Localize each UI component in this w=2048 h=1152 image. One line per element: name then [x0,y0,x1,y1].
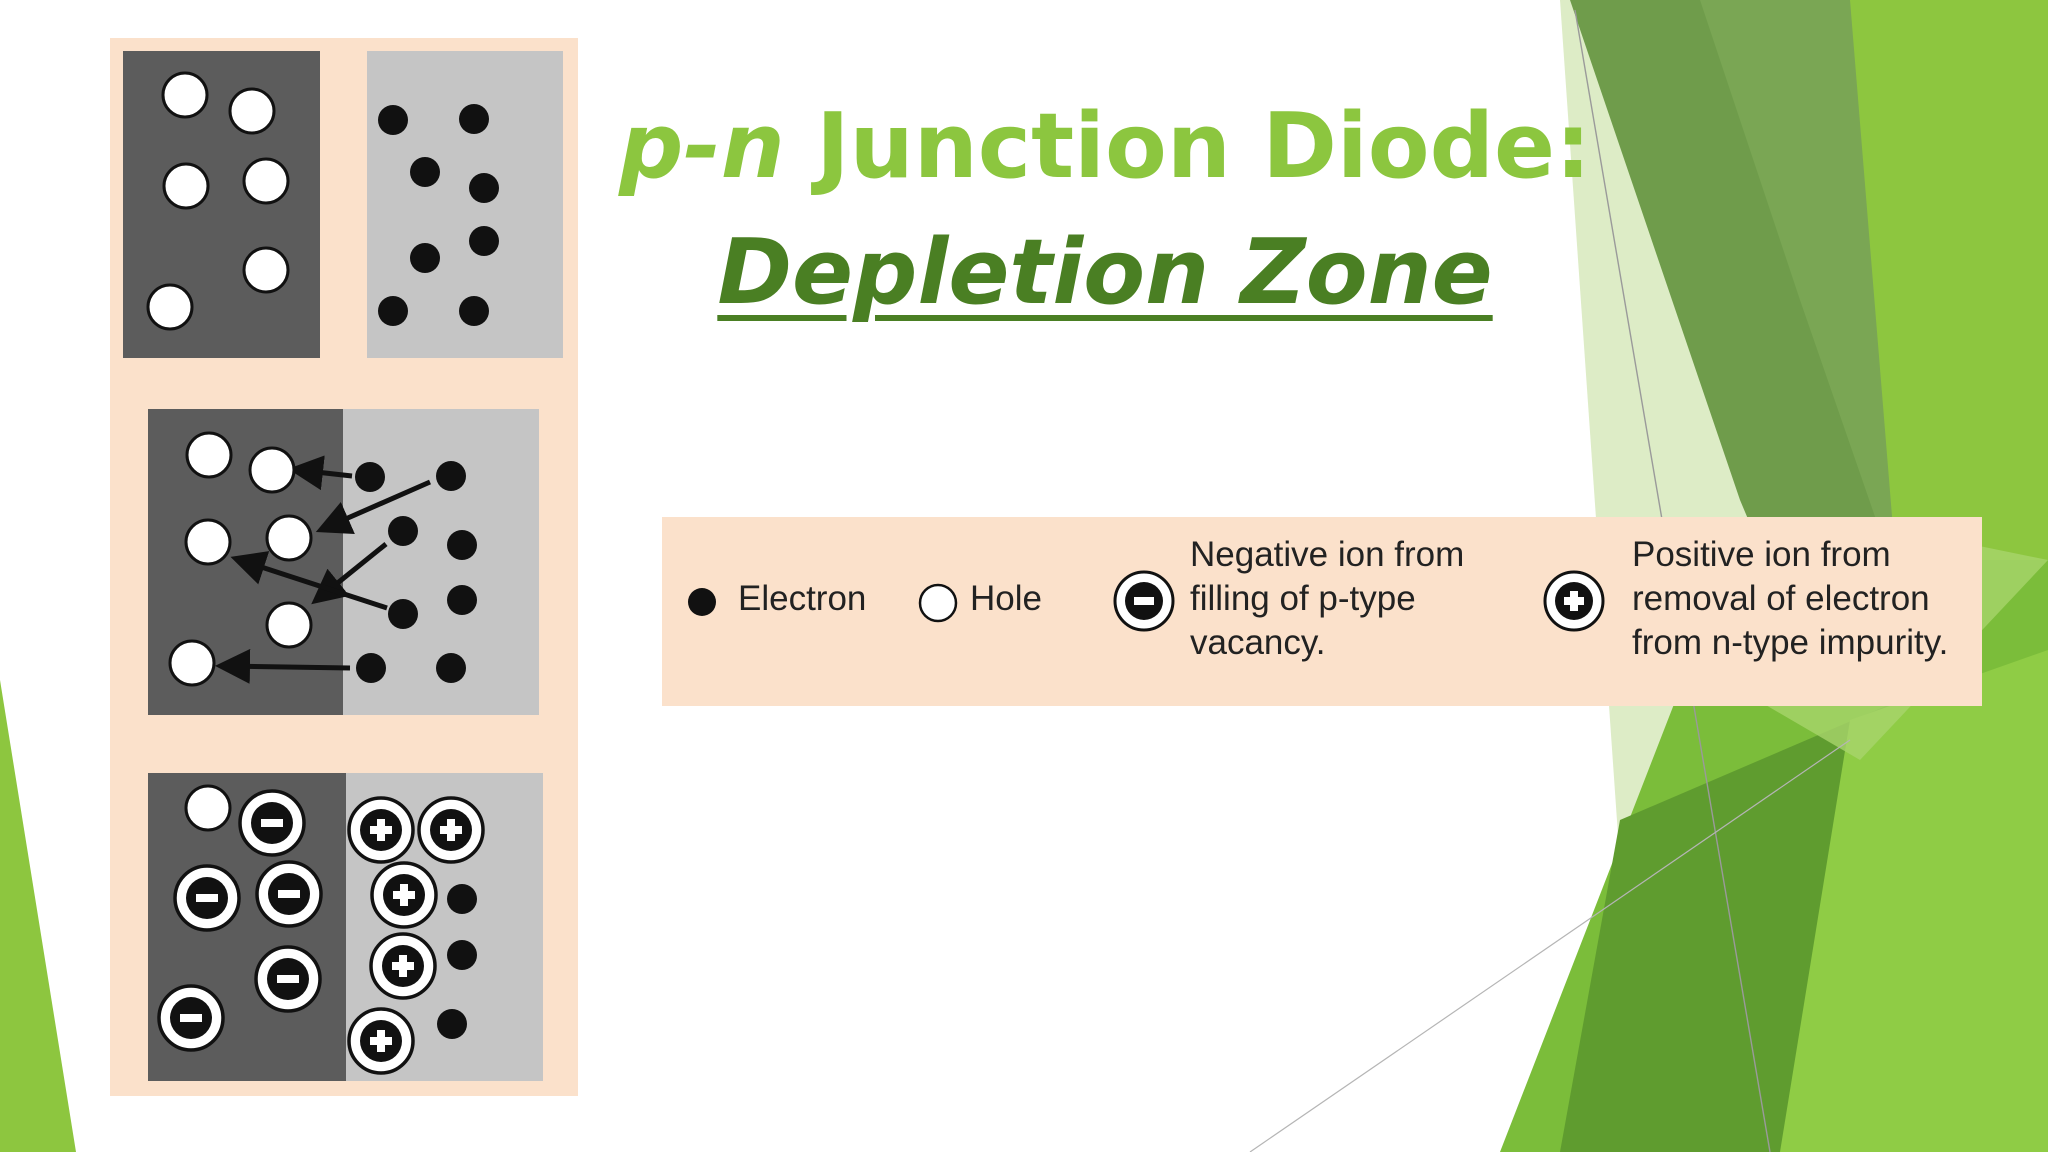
electron [447,585,477,615]
positive-ion [369,932,437,1000]
electrons [378,104,499,326]
electron [355,462,385,492]
legend-negative-line: Negative ion from [1190,535,1465,574]
negative-ion [173,864,241,932]
electron [459,104,489,134]
hole [146,283,194,331]
hole [242,246,290,294]
legend-hole-label: Hole [970,579,1042,618]
legend: Electron Hole Negative ion from filling … [662,517,1982,706]
electron [459,296,489,326]
left-green-facet [0,680,76,1152]
electron [436,653,466,683]
hole [184,518,232,566]
open-circle-icon [918,583,958,623]
hole [242,157,290,205]
decor-line-2 [1249,739,1851,1152]
title-rest: Junction Diode: [784,94,1592,199]
electrons [437,884,477,1039]
diffusion-arrows [215,455,432,684]
electron [469,226,499,256]
electron [436,461,466,491]
electron [378,296,408,326]
plus-circle-icon [1543,570,1605,632]
electron [447,530,477,560]
arrow [288,455,353,491]
slide-subtitle: Depletion Zone [717,220,1493,325]
electron [469,173,499,203]
electron [388,516,418,546]
hole [265,514,313,562]
holes [168,431,313,687]
title-pn: p-n [618,94,785,199]
positive-ions [347,796,485,1075]
electron [388,599,418,629]
negative-ion [238,789,306,857]
positive-ion [347,796,415,864]
arrow [230,551,388,611]
hole [185,431,233,479]
hole [265,601,313,649]
positive-ion [370,861,438,929]
legend-positive-line: removal of electron [1632,579,1930,618]
black-dot-icon [688,588,716,616]
legend-positive-line: Positive ion from [1632,535,1891,574]
electron [410,243,440,273]
electron [437,1009,467,1039]
legend-positive-ion-text: Positive ion from removal of electron fr… [1632,533,1948,665]
hole [248,446,296,494]
negative-ions [157,789,323,1052]
electrons [355,461,477,683]
slide-title: p-n Junction Diode: [600,92,1610,202]
negative-ion [254,945,322,1013]
legend-negative-line: vacancy. [1190,623,1326,662]
minus-circle-icon [1113,570,1175,632]
legend-negative-ion-text: Negative ion from filling of p-type vaca… [1190,533,1464,665]
legend-negative-line: filling of p-type [1190,579,1416,618]
hole [184,784,232,832]
electron [447,940,477,970]
negative-ion [157,984,225,1052]
electron [378,105,408,135]
electron [447,884,477,914]
legend-electron-label: Electron [738,579,867,618]
positive-ion [417,796,485,864]
hole [228,87,276,135]
hole [161,71,209,119]
arrow [315,479,432,534]
legend-positive-line: from n-type impurity. [1632,623,1949,662]
hole [162,162,210,210]
stage-3-depletion [148,773,543,1081]
arrow [215,648,351,684]
electron [356,653,386,683]
holes [184,784,232,832]
electron [410,157,440,187]
positive-ion [347,1007,415,1075]
holes [146,71,290,331]
stage-1-separated [123,51,563,358]
hole [168,639,216,687]
right-facet-6 [1780,650,2048,1152]
negative-ion [255,860,323,928]
stage-2-diffusion [148,409,539,715]
